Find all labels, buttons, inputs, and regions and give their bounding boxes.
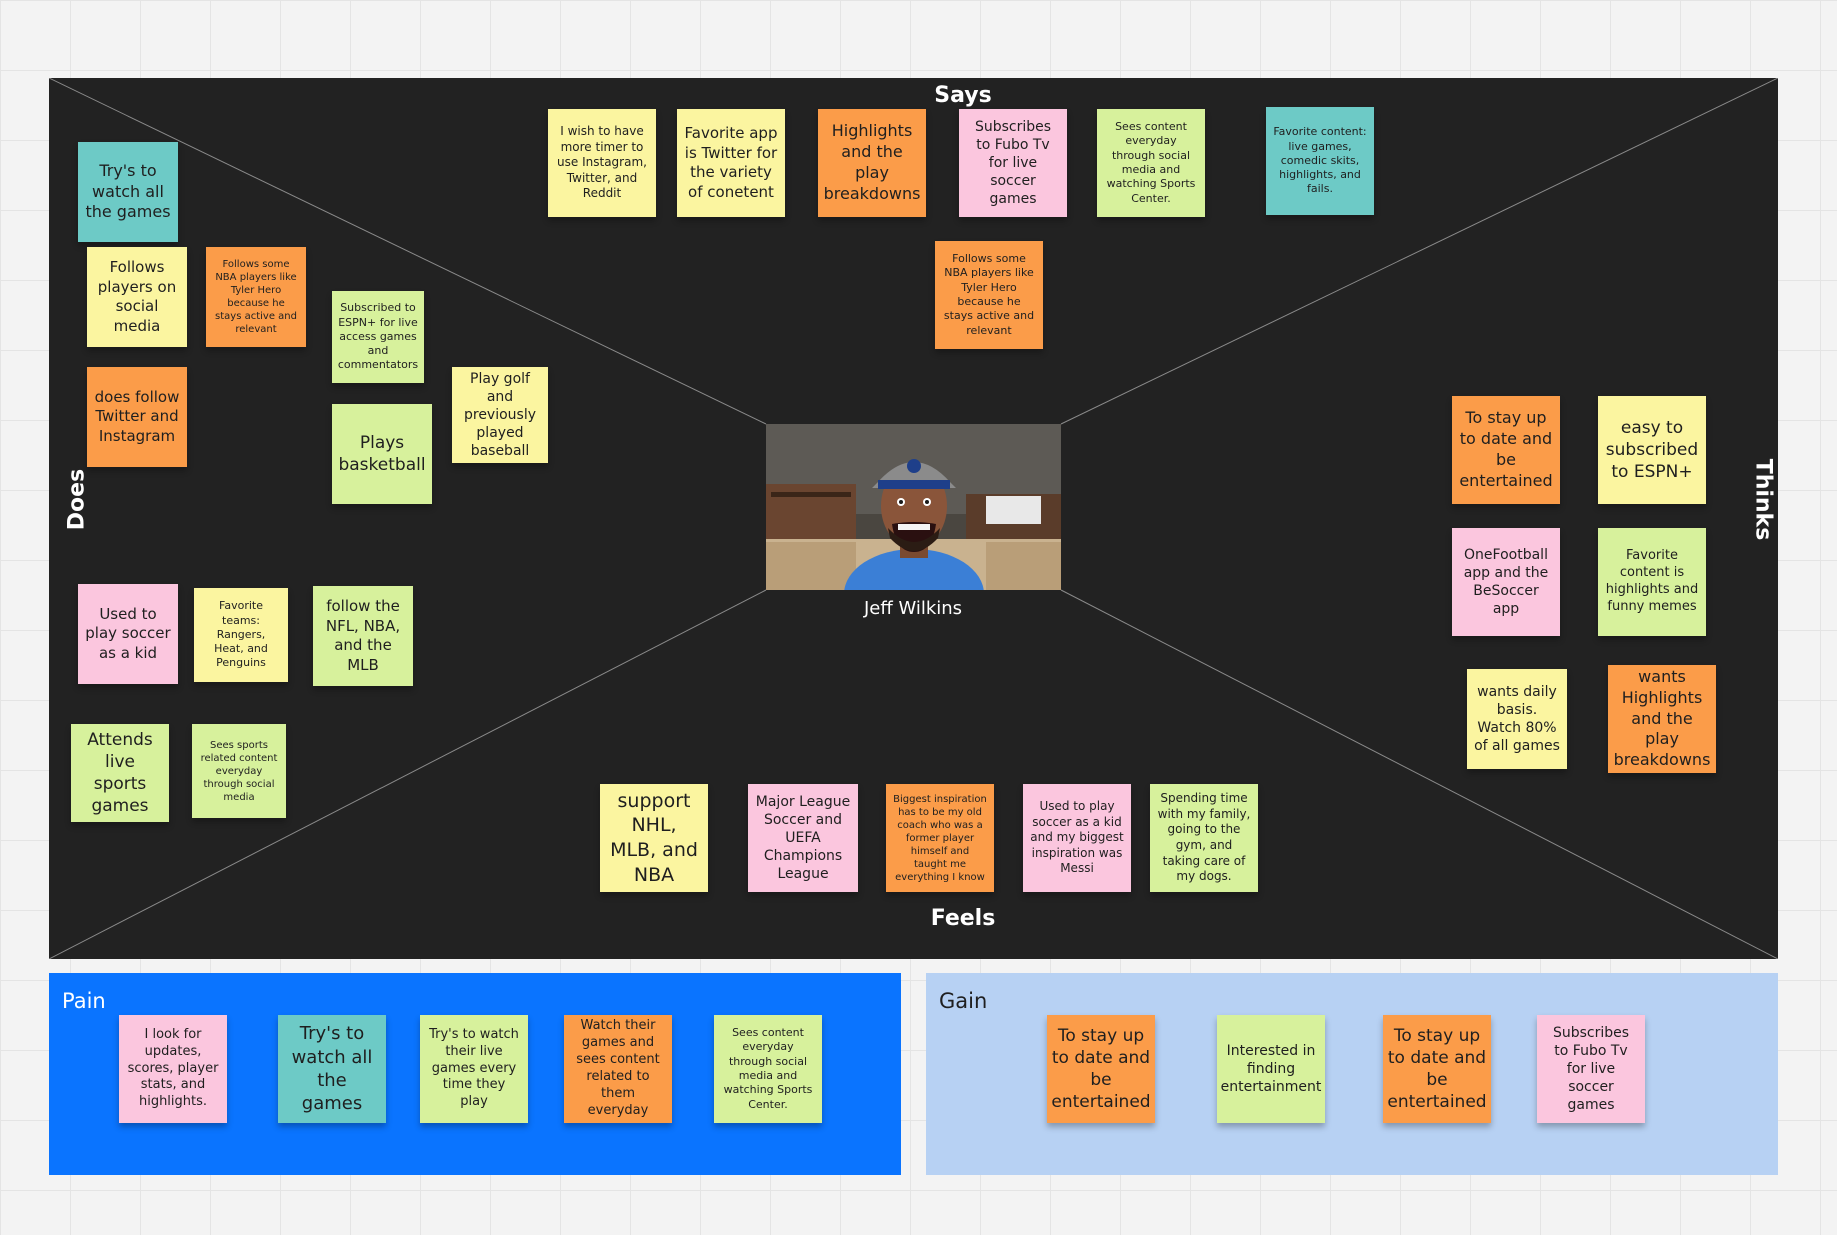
sticky-note[interactable]: Biggest inspiration has to be my old coa…: [886, 784, 994, 892]
sticky-note[interactable]: Try's to watch all the games: [278, 1015, 386, 1123]
persona-name: Jeff Wilkins: [863, 598, 963, 619]
sticky-note[interactable]: Sees content everyday through social med…: [1097, 109, 1205, 217]
sticky-note[interactable]: Sees sports related content everyday thr…: [192, 724, 286, 818]
sticky-note[interactable]: Used to play soccer as a kid and my bigg…: [1023, 784, 1131, 892]
sticky-note[interactable]: Favorite app is Twitter for the variety …: [677, 109, 785, 217]
sticky-note[interactable]: Follows players on social media: [87, 247, 187, 347]
sticky-note[interactable]: OneFootball app and the BeSoccer app: [1452, 528, 1560, 636]
persona-photo[interactable]: [766, 424, 1061, 590]
persona-photo-illustration: [766, 424, 1061, 590]
quadrant-divider-lines: [49, 78, 1778, 959]
sticky-note[interactable]: Spending time with my family, going to t…: [1150, 784, 1258, 892]
sticky-note[interactable]: Play golf and previously played baseball: [452, 367, 548, 463]
sticky-note[interactable]: Follows some NBA players like Tyler Hero…: [206, 247, 306, 347]
sticky-note[interactable]: I wish to have more timer to use Instagr…: [548, 109, 656, 217]
sticky-note[interactable]: Try's to watch their live games every ti…: [420, 1015, 528, 1123]
empathy-map-board[interactable]: Says Feels Does Thinks: [49, 78, 1778, 959]
gain-frame[interactable]: Gain To stay up to date and be entertain…: [926, 973, 1778, 1175]
sticky-note[interactable]: To stay up to date and be entertained: [1047, 1015, 1155, 1123]
sticky-note[interactable]: Used to play soccer as a kid: [78, 584, 178, 684]
quadrant-label-does: Does: [64, 468, 90, 531]
sticky-note[interactable]: Watch their games and sees content relat…: [564, 1015, 672, 1123]
quadrant-label-feels: Feels: [930, 906, 996, 931]
sticky-note[interactable]: Favorite content: live games, comedic sk…: [1266, 107, 1374, 215]
sticky-note[interactable]: Subscribed to ESPN+ for live access game…: [332, 291, 424, 383]
pain-frame-title: Pain: [62, 989, 106, 1013]
sticky-note[interactable]: Attends live sports games: [71, 724, 169, 822]
sticky-note[interactable]: wants daily basis. Watch 80% of all game…: [1467, 669, 1567, 769]
sticky-note[interactable]: To stay up to date and be entertained: [1383, 1015, 1491, 1123]
sticky-note[interactable]: Major League Soccer and UEFA Champions L…: [748, 784, 858, 892]
sticky-note[interactable]: Try's to watch all the games: [78, 142, 178, 242]
sticky-note[interactable]: Highlights and the play breakdowns: [818, 109, 926, 217]
sticky-note[interactable]: Follows some NBA players like Tyler Hero…: [935, 241, 1043, 349]
quadrant-label-says: Says: [934, 83, 992, 108]
sticky-note[interactable]: easy to subscribed to ESPN+: [1598, 396, 1706, 504]
sticky-note[interactable]: Subscribes to Fubo Tv for live soccer ga…: [1537, 1015, 1645, 1123]
sticky-note[interactable]: To stay up to date and be entertained: [1452, 396, 1560, 504]
sticky-note[interactable]: I look for updates, scores, player stats…: [119, 1015, 227, 1123]
sticky-note[interactable]: Interested in finding entertainment: [1217, 1015, 1325, 1123]
gain-frame-title: Gain: [939, 989, 988, 1013]
sticky-note[interactable]: follow the NFL, NBA, and the MLB: [313, 586, 413, 686]
sticky-note[interactable]: Subscribes to Fubo Tv for live soccer ga…: [959, 109, 1067, 217]
sticky-note[interactable]: wants Highlights and the play breakdowns: [1608, 665, 1716, 773]
sticky-note[interactable]: support NHL, MLB, and NBA: [600, 784, 708, 892]
sticky-note[interactable]: Sees content everyday through social med…: [714, 1015, 822, 1123]
sticky-note[interactable]: Plays basketball: [332, 404, 432, 504]
sticky-note[interactable]: does follow Twitter and Instagram: [87, 367, 187, 467]
sticky-note[interactable]: Favorite teams: Rangers, Heat, and Pengu…: [194, 588, 288, 682]
quadrant-label-thinks: Thinks: [1750, 458, 1776, 541]
sticky-note[interactable]: Favorite content is highlights and funny…: [1598, 528, 1706, 636]
pain-frame[interactable]: Pain I look for updates, scores, player …: [49, 973, 901, 1175]
